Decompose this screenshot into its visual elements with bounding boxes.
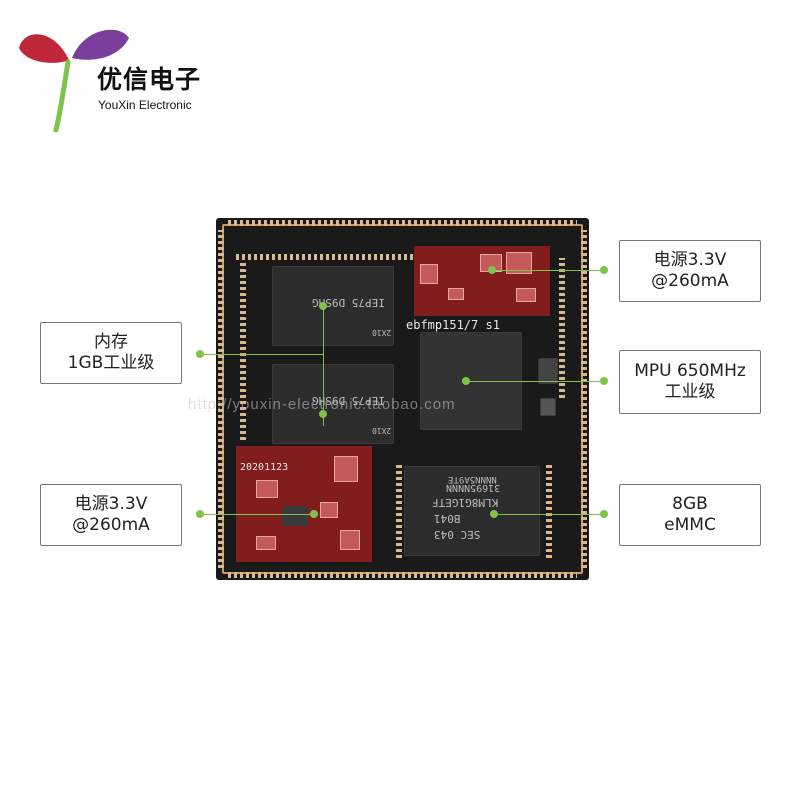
connector-dot bbox=[490, 510, 498, 518]
callout-mpu-line1: MPU 650MHz bbox=[634, 361, 746, 381]
inner-pads-emmc-left bbox=[396, 462, 402, 558]
ram-chip-2: IEP75 D9SHG 2X10 bbox=[272, 364, 394, 444]
power-component bbox=[320, 502, 338, 518]
connector-line-memory-vertical bbox=[323, 306, 324, 426]
power-component bbox=[340, 530, 360, 550]
callout-power-top: 电源3.3V @260mA bbox=[619, 240, 761, 302]
connector-line-storage bbox=[494, 514, 604, 515]
connector-line-memory bbox=[200, 354, 324, 355]
power-component bbox=[334, 456, 358, 482]
board-pads-bottom bbox=[228, 572, 577, 578]
emmc-line-4: SEC 043 bbox=[434, 528, 481, 541]
emmc-line-1: 31695NNNN bbox=[446, 482, 501, 493]
board-pads-top bbox=[228, 220, 577, 226]
callout-mpu-line2: 工业级 bbox=[664, 382, 716, 402]
side-component bbox=[538, 358, 558, 384]
connector-dot bbox=[196, 350, 204, 358]
side-component bbox=[540, 398, 556, 416]
connector-dot bbox=[600, 510, 608, 518]
inner-pads-emmc-right bbox=[546, 462, 552, 558]
connector-dot bbox=[488, 266, 496, 274]
power-component bbox=[516, 288, 536, 302]
inner-pads-row-1 bbox=[236, 254, 416, 260]
logo-name: 优信电子 bbox=[97, 65, 202, 94]
power-component bbox=[448, 288, 464, 300]
ram-chip-1-code: 2X10 bbox=[372, 328, 392, 337]
connector-line-mpu bbox=[466, 381, 604, 382]
power-component bbox=[256, 536, 276, 550]
callout-mpu: MPU 650MHz 工业级 bbox=[619, 350, 761, 414]
callout-memory-line1: 内存 bbox=[94, 332, 128, 352]
ram-chip-1: IEP75 D9SHG 2X10 bbox=[272, 266, 394, 346]
connector-dot bbox=[600, 266, 608, 274]
callout-storage: 8GB eMMC bbox=[619, 484, 761, 546]
callout-power-top-line1: 电源3.3V bbox=[653, 250, 727, 270]
circuit-board: ebfmp151/7 s1 IEP75 D9SHG 2X10 IEP75 D9S… bbox=[216, 218, 589, 580]
connector-dot bbox=[196, 510, 204, 518]
callout-power-bottom: 电源3.3V @260mA bbox=[40, 484, 182, 546]
power-component bbox=[420, 264, 438, 284]
connector-dot bbox=[462, 377, 470, 385]
logo-subtitle: YouXin Electronic bbox=[98, 98, 192, 112]
callout-power-bottom-line1: 电源3.3V bbox=[74, 494, 148, 514]
connector-dot bbox=[319, 410, 327, 418]
callout-power-bottom-line2: @260mA bbox=[72, 515, 150, 535]
inner-pads-col-right bbox=[559, 258, 565, 398]
connector-dot bbox=[310, 510, 318, 518]
power-regulator-chip bbox=[282, 506, 308, 526]
callout-storage-line1: 8GB bbox=[672, 494, 708, 514]
callout-memory: 内存 1GB工业级 bbox=[40, 322, 182, 384]
silkscreen-model: ebfmp151/7 s1 bbox=[406, 318, 500, 332]
board-pads-right bbox=[581, 230, 587, 568]
connector-dot bbox=[319, 302, 327, 310]
power-component bbox=[506, 252, 532, 274]
silkscreen-date: 20201123 bbox=[240, 462, 289, 473]
logo-icon bbox=[19, 29, 129, 133]
emmc-line-3: B041 bbox=[434, 512, 461, 525]
connector-line-power-bottom bbox=[200, 514, 314, 515]
ram-chip-2-code: 2X10 bbox=[372, 426, 392, 435]
board-pads-left bbox=[218, 230, 224, 568]
emmc-line-2: KLM8G1GETF bbox=[432, 496, 499, 509]
callout-storage-line2: eMMC bbox=[664, 515, 716, 535]
watermark: http://youxin-electronic.taobao.com bbox=[188, 396, 456, 413]
callout-power-top-line2: @260mA bbox=[651, 271, 729, 291]
callout-memory-line2: 1GB工业级 bbox=[67, 353, 155, 373]
connector-dot bbox=[600, 377, 608, 385]
connector-line-power-top bbox=[492, 270, 604, 271]
inner-pads-col-left bbox=[240, 260, 246, 440]
power-component bbox=[256, 480, 278, 498]
emmc-chip: NNNN5A9TE 31695NNNN KLM8G1GETF B041 SEC … bbox=[404, 466, 540, 556]
